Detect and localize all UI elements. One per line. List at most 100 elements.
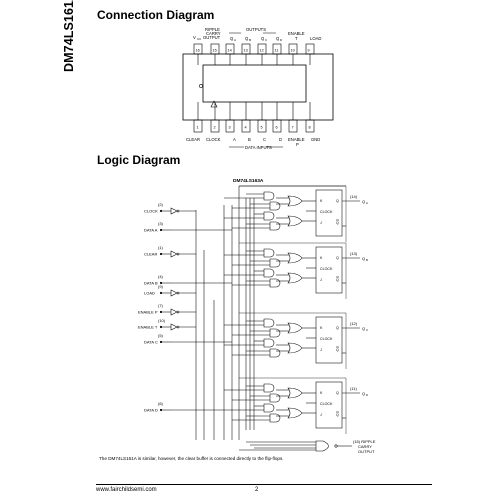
load-label: LOAD [310, 36, 321, 41]
ff-k-label: K [320, 326, 323, 330]
input-pin-number: (6) [158, 401, 164, 406]
flip-flop [315, 316, 343, 364]
input-name: DATA B [144, 281, 158, 286]
top-pin-number: 13 [244, 49, 248, 53]
ff-q-label: Q [336, 391, 339, 395]
input-pin-number: (3) [158, 221, 164, 226]
input-pin-number: (7) [158, 303, 164, 308]
carry-label: CARRY [206, 31, 221, 36]
vcc-label: V [193, 35, 196, 40]
enable-t-label: ENABLE [288, 31, 305, 36]
input-pin-number: (1) [158, 245, 164, 250]
svg-text:D: D [366, 393, 368, 397]
svg-text:B: B [366, 258, 368, 262]
ripple-label: RIPPLE [205, 27, 220, 32]
svg-text:C: C [366, 328, 368, 332]
output-pin-number: (11) [350, 386, 357, 391]
svg-text:A: A [234, 38, 236, 42]
gnd-label: GND [311, 137, 320, 142]
output-label: OUTPUT [203, 35, 221, 40]
bottom-pin-box [272, 119, 282, 133]
bottom-pin-number: 3 [229, 126, 231, 130]
input-name: ENABLE P [138, 310, 158, 315]
ripple-label: OUTPUT [358, 449, 375, 454]
svg-text:B: B [249, 38, 251, 42]
ff-q-label: Q [336, 326, 339, 330]
qd-label: Q [276, 36, 280, 41]
enable-p-label: ENABLE [288, 137, 305, 142]
bottom-pin-number: 7 [292, 126, 294, 130]
svg-text:A: A [366, 201, 368, 205]
ff-j-label: J [320, 278, 322, 282]
bottom-pin-box [193, 119, 203, 133]
logic-diagram: DM74LS163A [159, 178, 360, 452]
top-pin-number: 12 [260, 49, 264, 53]
ff-qbar-label: Q [336, 278, 339, 282]
footer-url[interactable]: www.fairchildsemi.com [96, 487, 157, 493]
a-label: A [233, 137, 236, 142]
ff-j-label: J [320, 413, 322, 417]
input-pin-number: (9) [158, 284, 164, 289]
device-label: DM74LS163A [233, 178, 264, 184]
ff-k-label: K [320, 199, 323, 203]
b-label: B [248, 137, 251, 142]
svg-text:D: D [280, 38, 283, 42]
ff-clock-label: CLOCK [320, 210, 333, 214]
ff-clock-label: CLOCK [320, 402, 333, 406]
ff-qbar-label: Q [336, 413, 339, 417]
qc-label: Q [261, 36, 265, 41]
connection-diagram-title: Connection Diagram [97, 8, 215, 22]
top-pin-number: 11 [275, 49, 279, 53]
flip-flop [315, 381, 343, 429]
outputs-label: OUTPUTS [246, 27, 266, 32]
bottom-pin-box [257, 119, 267, 133]
c-label: C [263, 137, 266, 142]
ff-clock-label: CLOCK [320, 267, 333, 271]
ff-j-label: J [320, 221, 322, 225]
ff-k-label: K [320, 256, 323, 260]
ff-qbar-label: Q [336, 221, 339, 225]
flip-flop [315, 246, 343, 294]
ripple-label: (15) RIPPLE [353, 439, 376, 444]
qb-label: Q [245, 36, 249, 41]
bottom-pin-number: 6 [276, 126, 278, 130]
p-label: P [296, 142, 299, 147]
qa-label: Q [230, 36, 234, 41]
bottom-pin-number: 4 [245, 126, 247, 130]
ff-j-label: J [320, 348, 322, 352]
bottom-pin-box [241, 119, 251, 133]
bottom-pin-box [288, 119, 298, 133]
input-pin-number: (10) [158, 318, 166, 323]
top-pin-number: 16 [196, 49, 200, 53]
footnote: The DM74LS161A is similar, however, the … [99, 456, 284, 461]
ripple-label: CARRY [358, 444, 372, 449]
bottom-pin-box [225, 119, 235, 133]
ff-k-label: K [320, 391, 323, 395]
bottom-pin-number: 5 [261, 126, 263, 130]
input-name: CLOCK [144, 209, 158, 214]
ff-q-label: Q [336, 199, 339, 203]
bottom-pin-box [305, 119, 315, 133]
output-name: Q [362, 256, 365, 261]
top-pin-number: 15 [213, 49, 217, 53]
top-pin-number: 10 [291, 49, 295, 53]
footer-rule [96, 484, 432, 485]
bottom-pin-number: 2 [214, 126, 216, 130]
svg-text:CC: CC [197, 37, 202, 41]
input-pin-number: (4) [158, 274, 164, 279]
logic-diagram-title: Logic Diagram [97, 153, 181, 167]
input-pin-number: (2) [158, 202, 164, 207]
output-pin-number: (12) [350, 321, 358, 326]
output-name: Q [362, 391, 365, 396]
d-label: D [279, 137, 282, 142]
input-name: ENABLE T [138, 325, 158, 330]
input-name: DATA D [144, 408, 158, 413]
clear-label: CLEAR [186, 137, 200, 142]
input-name: DATA A [144, 228, 158, 233]
output-name: Q [362, 326, 365, 331]
page-number: 2 [255, 487, 259, 493]
output-name: Q [362, 199, 365, 204]
output-pin-number: (13) [350, 251, 358, 256]
input-name: CLEAR [144, 252, 157, 257]
